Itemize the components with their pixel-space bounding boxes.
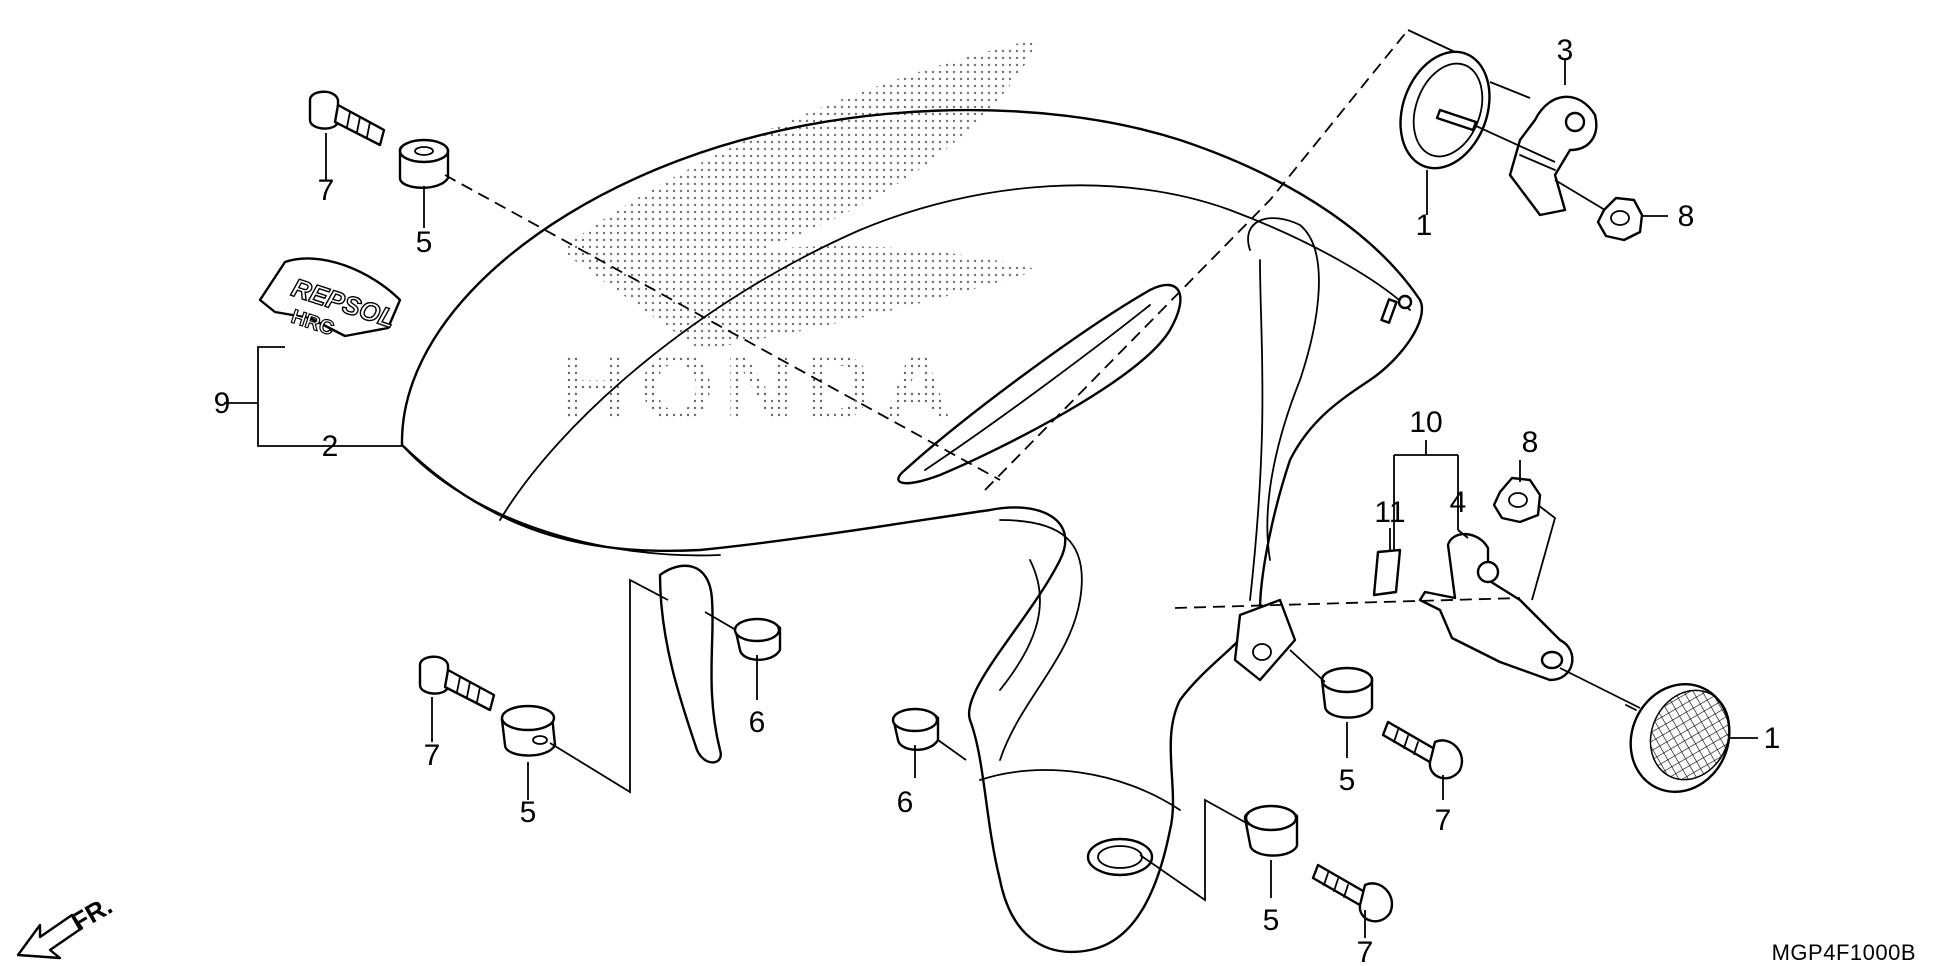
collar-6-bottom	[891, 707, 940, 751]
nut-8-top	[1596, 196, 1644, 242]
front-direction-arrow-icon: FR.	[16, 890, 117, 960]
callout-6: 6	[749, 706, 766, 739]
diagram-code: MGP4F1000B	[1772, 940, 1916, 965]
callout-9: 9	[214, 387, 231, 420]
grommet-5-top	[398, 138, 450, 189]
honda-wing-logo: HONDA	[560, 38, 1040, 441]
bolt-7-top-left	[308, 90, 386, 147]
callout-11: 11	[1374, 496, 1405, 529]
callout-7: 7	[318, 174, 335, 207]
reflector-1-top	[1399, 50, 1491, 170]
grommet-5-bottom	[1243, 804, 1299, 857]
honda-logo-text: HONDA	[560, 334, 962, 441]
callout-3: 3	[1557, 34, 1574, 67]
spacer-11	[1372, 548, 1402, 597]
bolt-7-bottom	[1311, 863, 1394, 923]
reflector-stay-3	[1508, 95, 1598, 217]
bolt-7-mid-left	[418, 655, 496, 712]
reflector-1-right	[1625, 682, 1731, 794]
callout-labels: 1 1 2 3 4 5 5 5 5 6 6 7 7 7 7 8 8 9 10 1…	[214, 34, 1781, 966]
callout-1: 1	[1416, 209, 1433, 242]
callout-7: 7	[424, 739, 441, 772]
callout-5: 5	[416, 226, 433, 259]
nut-8-mid	[1492, 476, 1542, 524]
callout-8: 8	[1522, 426, 1539, 459]
callout-5: 5	[1263, 904, 1280, 937]
grommet-5-right	[1320, 666, 1374, 719]
callout-2: 2	[322, 430, 339, 463]
reflector-stay-4	[1418, 532, 1574, 682]
callout-8: 8	[1678, 200, 1695, 233]
collar-6-left	[733, 617, 782, 661]
callout-1: 1	[1764, 722, 1781, 755]
callout-7: 7	[1435, 804, 1452, 837]
bolt-7-right-mid	[1381, 720, 1464, 780]
callout-6: 6	[897, 786, 914, 819]
front-fender	[400, 108, 1423, 954]
callout-5: 5	[1339, 764, 1356, 797]
callout-10: 10	[1409, 406, 1442, 439]
callout-4: 4	[1450, 486, 1467, 519]
callout-5: 5	[520, 796, 537, 829]
repsol-decal-9: REPSOL HRC	[258, 257, 402, 341]
grommet-5-mid	[500, 704, 557, 757]
leader-lines	[224, 29, 1758, 938]
callout-7: 7	[1357, 936, 1374, 966]
